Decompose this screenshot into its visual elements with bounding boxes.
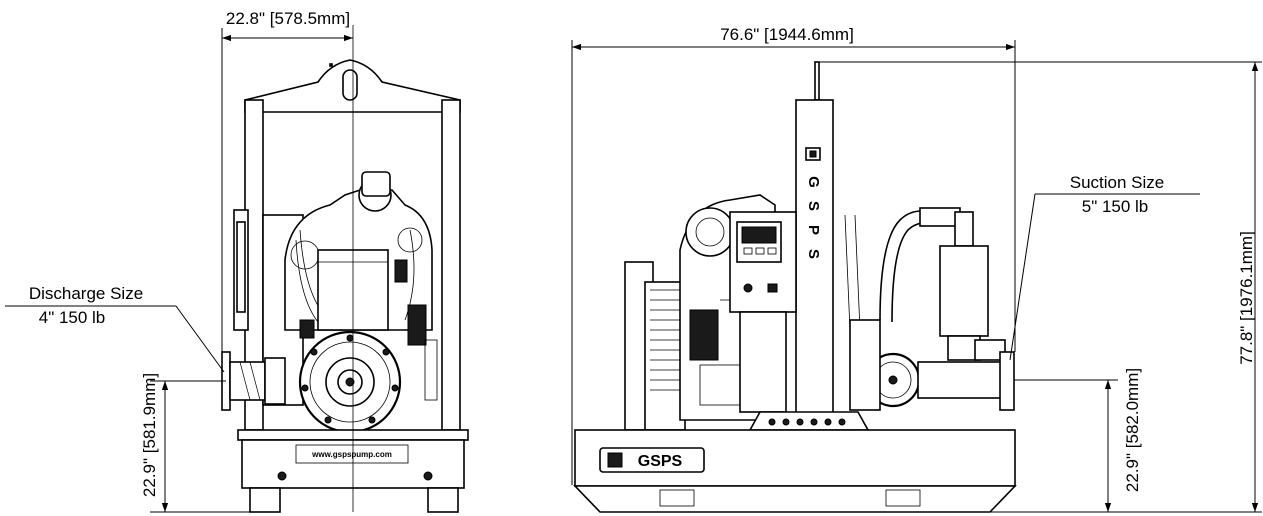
mast-letter-1: G (805, 176, 822, 188)
front-discharge-height-label: 22.9" [581.9mm] (140, 373, 159, 497)
discharge-size-value: 4" 150 lb (39, 308, 106, 327)
front-view: www.gspspump.com (221, 25, 469, 513)
side-suction-piping (919, 207, 1006, 361)
front-width-label: 22.8" [578.5mm] (226, 9, 350, 28)
side-mast (795, 61, 834, 421)
discharge-size-title: Discharge Size (29, 284, 143, 303)
side-view: G S P S (573, 61, 1017, 513)
front-discharge-height-dimension (150, 380, 250, 513)
side-brand-label: GSPS (638, 453, 683, 470)
mast-letter-4: S (805, 249, 822, 259)
side-suction-height-label: 22.9" [582.0mm] (1123, 368, 1142, 492)
side-suction-height-dimension (1014, 379, 1118, 512)
side-control-panel (729, 211, 797, 413)
front-pump-volute (298, 330, 402, 434)
side-overall-height-dimension (819, 61, 1262, 513)
front-width-dimension (221, 28, 353, 352)
side-bolt-plate (748, 411, 870, 431)
suction-size-value: 5" 150 lb (1082, 197, 1149, 216)
suction-size-title: Suction Size (1070, 173, 1165, 192)
discharge-callout-leader (5, 305, 225, 373)
side-radiator (624, 261, 686, 431)
mast-letter-2: S (805, 201, 822, 211)
mast-letter-3: P (805, 225, 822, 235)
side-length-dimension (571, 40, 1016, 485)
side-overall-height-label: 77.8" [1976.1mm] (1237, 231, 1256, 365)
front-website-label: www.gspspump.com (311, 450, 392, 459)
side-pump-volute (849, 319, 1015, 411)
side-length-label: 76.6" [1944.6mm] (720, 25, 854, 44)
suction-callout-leader (1009, 193, 1200, 361)
side-base (573, 429, 1017, 513)
